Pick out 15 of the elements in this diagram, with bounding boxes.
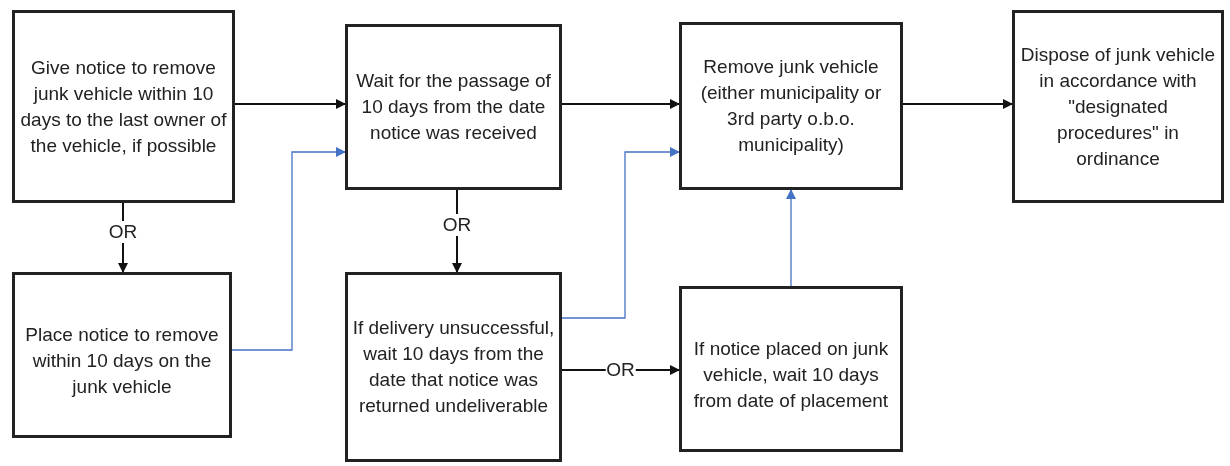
edge-label: OR	[107, 220, 139, 243]
arrow	[231, 147, 346, 351]
arrow	[786, 189, 796, 287]
edge-label: OR	[441, 214, 473, 236]
process-box: Place notice to remove within 10 days on the junk vehicle	[12, 272, 232, 438]
process-box: Give notice to remove junk vehicle within 10 days to the last owner of the vehicle, if possible	[12, 10, 235, 203]
arrow	[561, 147, 680, 319]
process-box: Wait for the passage of 10 days from the date notice was received	[345, 24, 562, 190]
process-box: Dispose of junk vehicle in accordance with "designated procedures" in ordinance	[1012, 10, 1224, 203]
arrow	[561, 99, 680, 109]
process-box: If delivery unsuccessful, wait 10 days from the date that notice was returned undeliverable	[345, 272, 562, 462]
process-box: If notice placed on junk vehicle, wait 10 days from date of placement	[679, 286, 903, 452]
arrow	[902, 99, 1013, 109]
arrow	[234, 99, 346, 109]
process-box: Remove junk vehicle (either municipality or 3rd party o.b.o. municipality)	[679, 22, 903, 190]
